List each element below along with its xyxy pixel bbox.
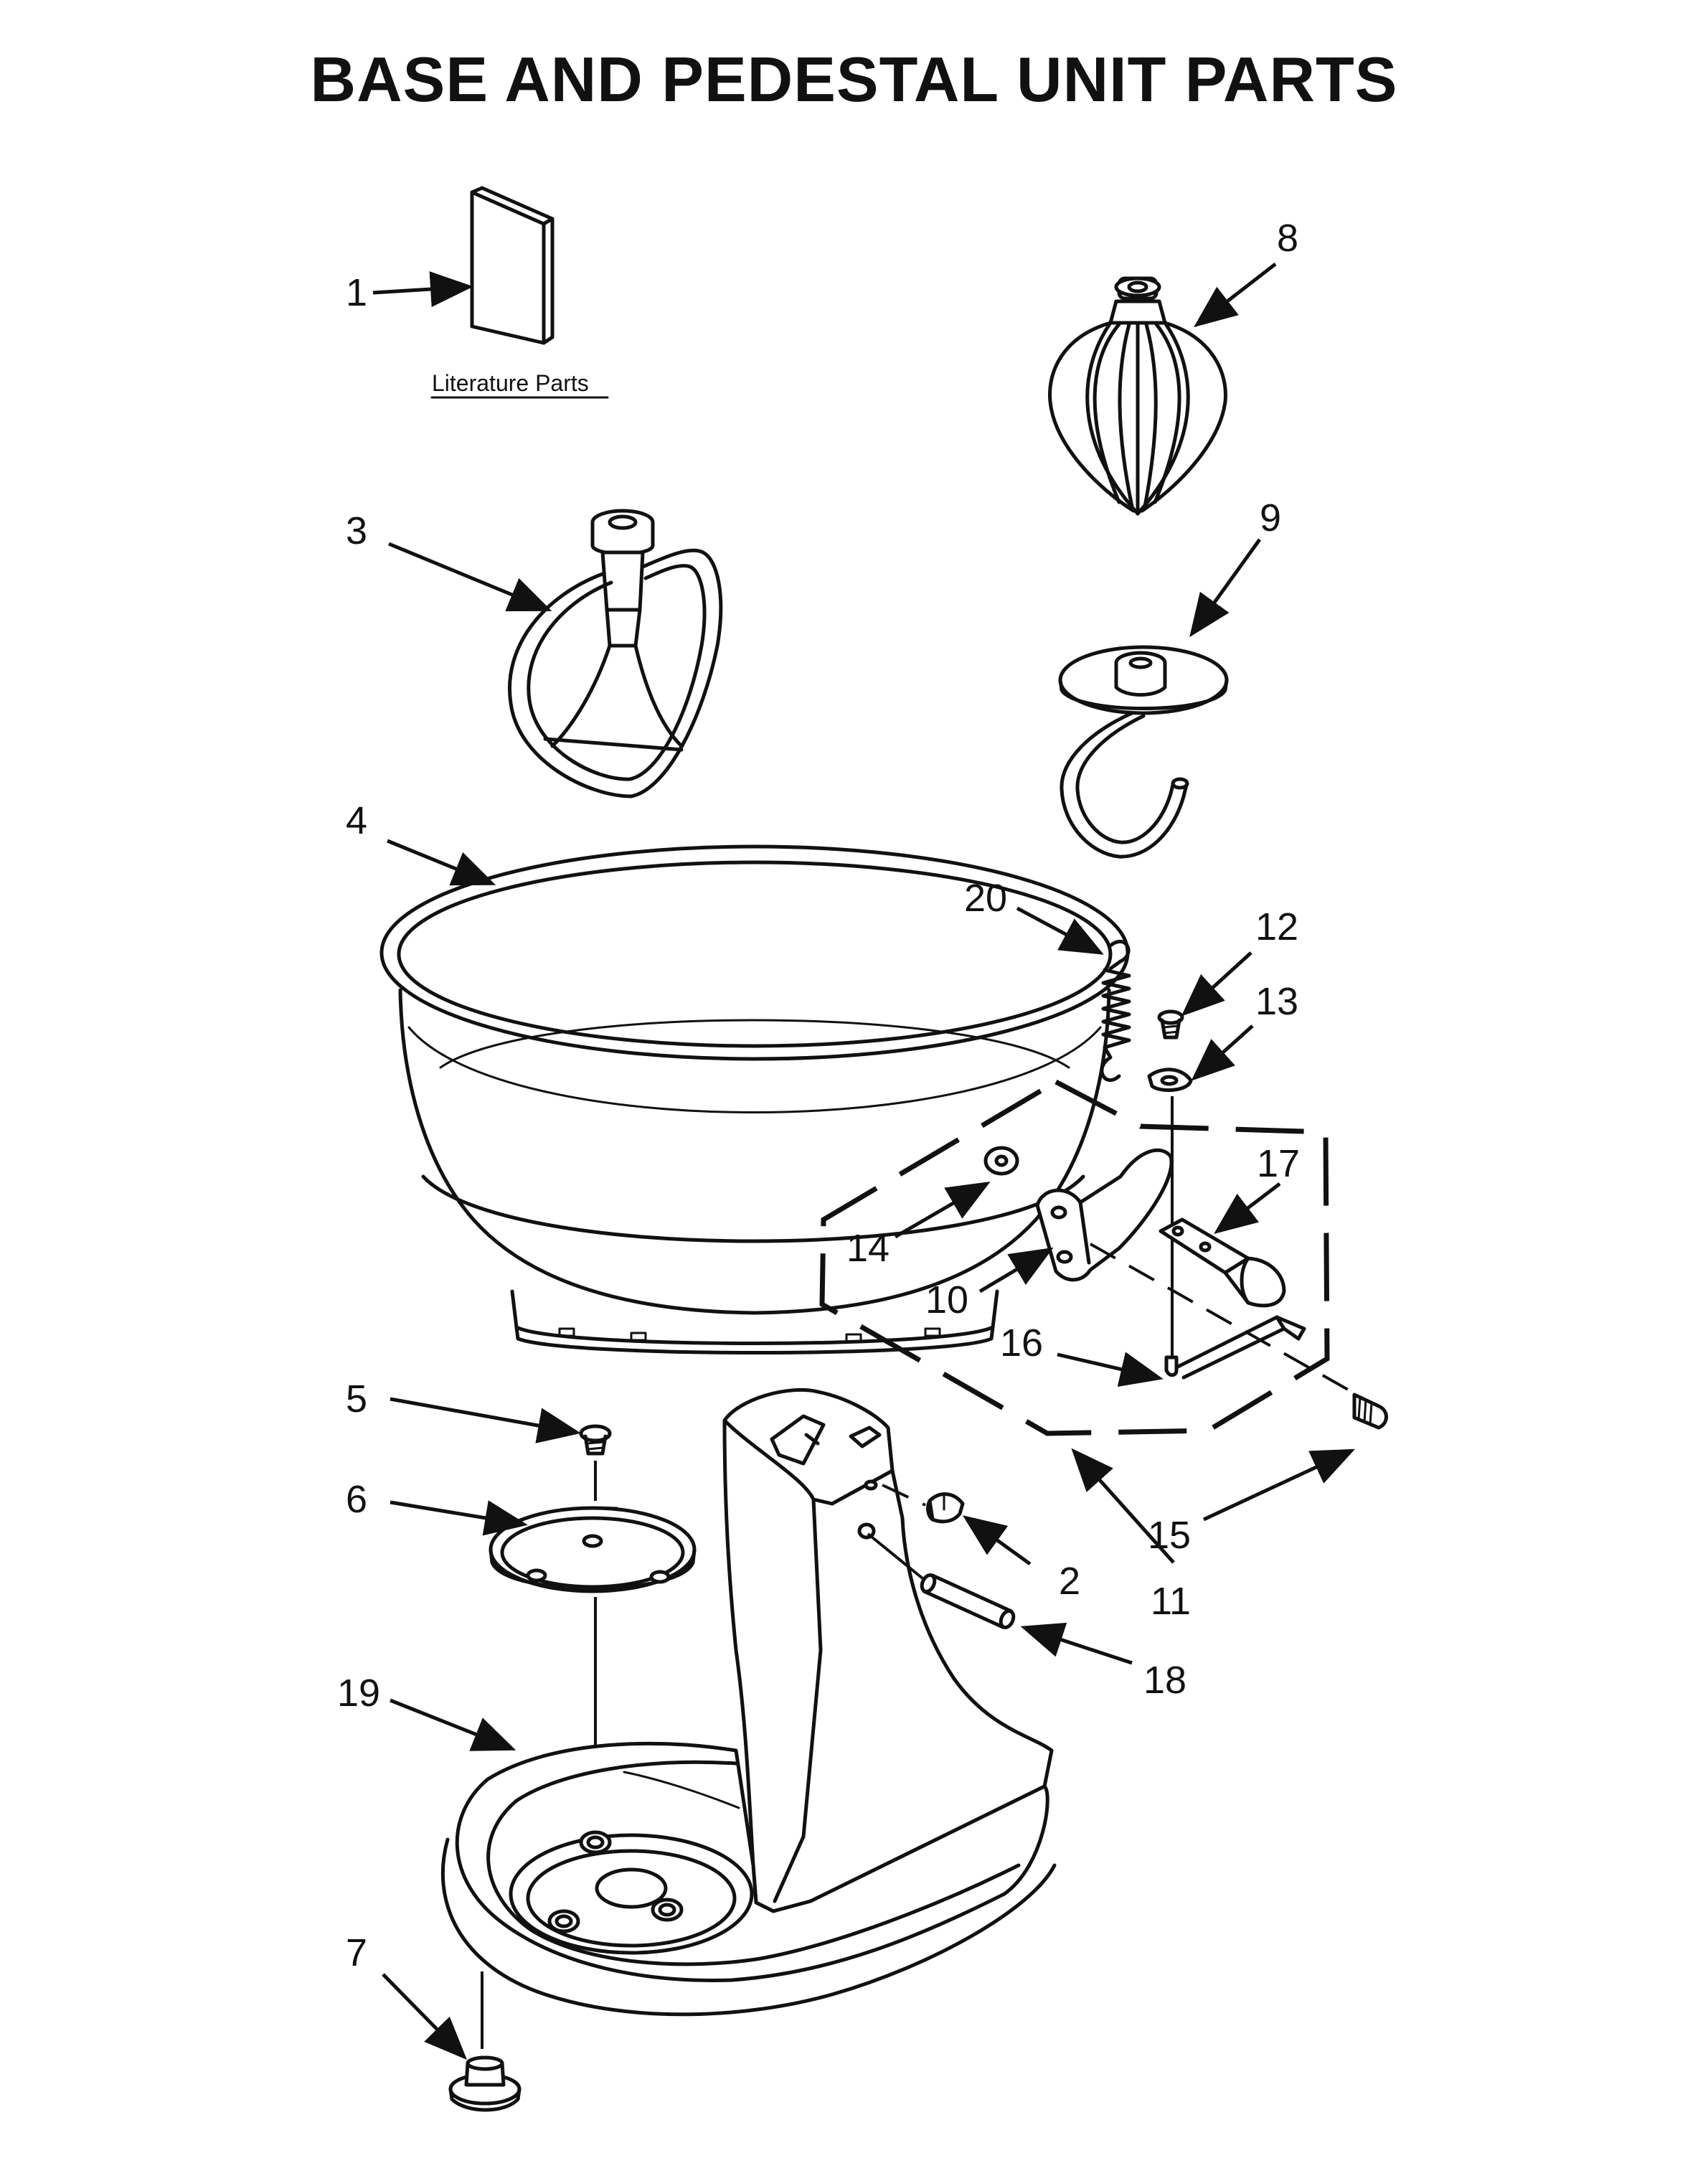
bracket-assembly-outline [819, 1079, 1330, 1436]
leader-17 [1214, 1182, 1281, 1235]
alignment-axis-2 [882, 1484, 926, 1507]
rubber-foot-7-part [448, 2055, 522, 2112]
hinge-axis-10-15 [1090, 1243, 1355, 1395]
leader-14 [894, 1181, 991, 1239]
callout-1: 1 [346, 271, 367, 314]
callout-17: 17 [1257, 1142, 1300, 1185]
callout-20: 20 [964, 877, 1007, 920]
lock-knob-2-part [926, 1492, 965, 1524]
callout-13: 13 [1255, 980, 1298, 1023]
leader-20 [1016, 906, 1104, 955]
leader-6 [390, 1500, 528, 1536]
wire-whip-part [1048, 276, 1227, 516]
bracket-10-part [1035, 1148, 1174, 1282]
callout-18: 18 [1143, 1659, 1186, 1702]
callout-6: 6 [346, 1478, 367, 1521]
callout-10: 10 [925, 1278, 968, 1321]
alignment-axis-18 [867, 1532, 924, 1580]
leader-19 [390, 1698, 516, 1751]
callout-15: 15 [1148, 1514, 1191, 1557]
leader-18 [1020, 1622, 1133, 1665]
lever-17-part [1159, 1217, 1286, 1308]
base-pedestal-19-part [440, 1387, 1057, 2017]
spring-part [1100, 939, 1131, 1083]
hinge-pin-18-part [920, 1573, 1016, 1629]
leader-12 [1181, 951, 1252, 1017]
leader-16 [1057, 1352, 1164, 1387]
leader-4 [387, 839, 496, 886]
leader-9 [1189, 538, 1262, 638]
rod-16-part [1164, 1315, 1306, 1380]
callout-12: 12 [1255, 905, 1298, 948]
flat-beater-part [508, 509, 723, 798]
callout-4: 4 [346, 799, 367, 842]
dough-hook-part [1058, 645, 1229, 859]
washer-14-part [983, 1146, 1019, 1176]
leader-3 [388, 542, 552, 612]
clamp-plate-6-part [489, 1506, 697, 1593]
screw-12-part [1157, 1009, 1184, 1040]
callout-16: 16 [1000, 1321, 1043, 1365]
leader-7 [382, 1973, 468, 2060]
callout-8: 8 [1277, 217, 1298, 260]
leader-1 [372, 271, 473, 308]
leader-13 [1191, 1024, 1254, 1081]
washer-13-part [1147, 1068, 1193, 1092]
literature-card-part [470, 186, 555, 345]
leader-10 [978, 1247, 1054, 1294]
callout-5: 5 [346, 1377, 367, 1420]
leader-2 [962, 1515, 1032, 1566]
leader-5 [390, 1397, 581, 1443]
callout-7: 7 [346, 1931, 367, 1974]
screw-5-part [579, 1424, 612, 1456]
mixing-bowl-part [379, 844, 1130, 1354]
leader-15 [1202, 1448, 1356, 1522]
leader-11 [1071, 1448, 1175, 1564]
callout-14: 14 [846, 1227, 890, 1270]
callout-3: 3 [346, 509, 367, 552]
leader-8 [1194, 263, 1277, 328]
callout-19: 19 [337, 1672, 380, 1715]
literature-parts-label: Literature Parts [432, 370, 589, 396]
page-title: BASE AND PEDESTAL UNIT PARTS [310, 44, 1398, 115]
callout-11: 11 [1151, 1580, 1191, 1623]
hinge-screw-15-part [1352, 1393, 1388, 1430]
callout-9: 9 [1260, 496, 1281, 540]
callout-2: 2 [1059, 1560, 1080, 1603]
